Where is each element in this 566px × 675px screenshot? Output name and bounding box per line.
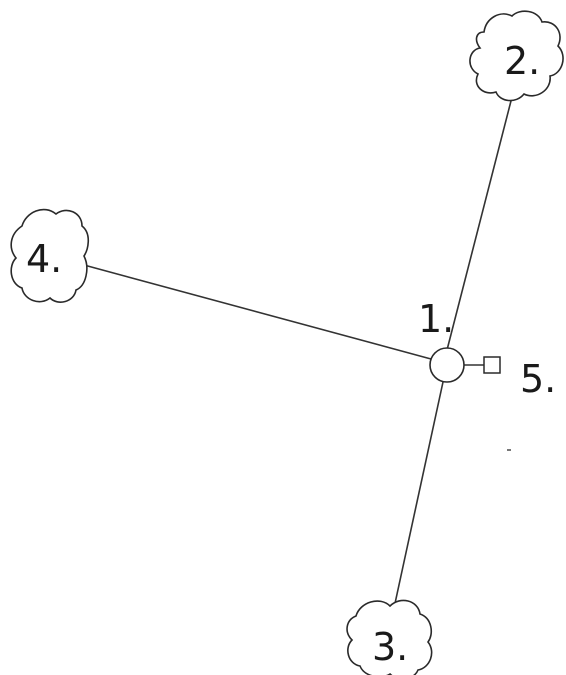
edge-1-4 bbox=[83, 264, 432, 360]
node-2-label: 2. bbox=[504, 39, 540, 83]
edge-1-3 bbox=[393, 381, 444, 609]
node-3-label: 3. bbox=[372, 625, 408, 669]
node-4-label: 4. bbox=[26, 237, 62, 281]
edge-1-2 bbox=[446, 96, 513, 351]
node-3-cloud bbox=[346, 599, 433, 675]
node-4-cloud bbox=[10, 208, 90, 303]
node-1-label: 1. bbox=[418, 297, 454, 341]
node-5-label: 5. bbox=[520, 357, 556, 401]
node-2-cloud bbox=[469, 10, 564, 102]
node-1-circle bbox=[429, 347, 465, 383]
node-5-square bbox=[483, 356, 501, 374]
